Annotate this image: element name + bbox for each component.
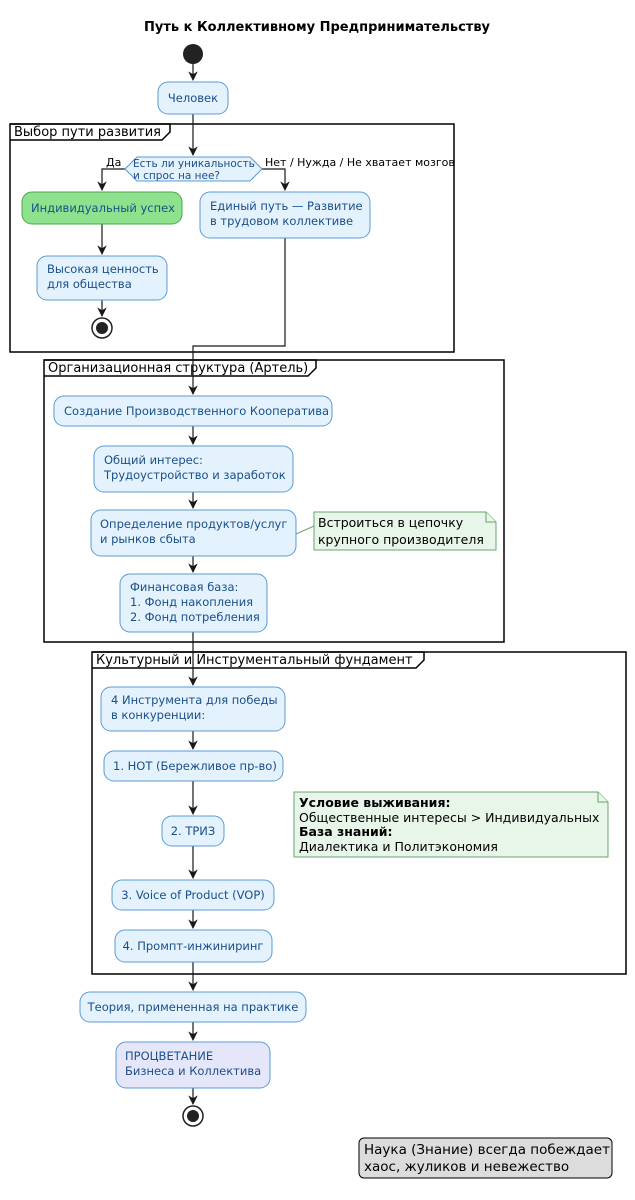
start-node [183, 44, 203, 64]
diagram-title: Путь к Коллективному Предпринимательству [144, 20, 491, 35]
svg-text:2. Фонд потребления: 2. Фонд потребления [130, 610, 260, 624]
activity-tool-4: 4. Промпт-инжиниринг [114, 929, 273, 963]
activity-create-coop: Создание Производственного Кооператива [53, 395, 333, 427]
activity-tool-2: 2. ТРИЗ [161, 815, 225, 847]
legend-box: Наука (Знание) всегда побеждает хаос, жу… [358, 1137, 613, 1179]
guard-no: Нет / Нужда / Не хватает мозгов [265, 156, 455, 169]
note-production-chain: Встроиться в цепочку крупного производит… [313, 511, 497, 551]
svg-text:Бизнеса и Коллектива: Бизнеса и Коллектива [125, 1064, 261, 1078]
partition-choice-label: Выбор пути развития [14, 125, 161, 140]
svg-text:Теория, примененная на практик: Теория, примененная на практике [87, 1000, 299, 1014]
activity-single-path: Единый путь — Развитие в трудовом коллек… [199, 191, 371, 239]
note-connector [295, 525, 315, 535]
activity-theory: Теория, примененная на практике [79, 991, 307, 1023]
partition-culture: Культурный и Инструментальный фундамент [91, 651, 627, 975]
svg-text:Индивидуальный успех: Индивидуальный успех [31, 201, 175, 215]
svg-text:Финансовая база:: Финансовая база: [130, 580, 238, 594]
end-node-branch [91, 317, 113, 339]
partition-org: Организационная структура (Артель) [43, 359, 505, 643]
svg-text:4 Инструмента для победы: 4 Инструмента для победы [111, 693, 278, 707]
svg-text:Человек: Человек [168, 91, 218, 105]
svg-text:Высокая ценность: Высокая ценность [47, 262, 159, 276]
svg-text:Есть ли уникальность: Есть ли уникальность [133, 158, 255, 170]
note-survival: Условие выживания: Общественные интересы… [293, 791, 609, 858]
guard-yes: Да [106, 156, 121, 169]
activity-tool-1: 1. НОТ (Бережливое пр-во) [103, 750, 284, 782]
svg-text:3. Voice of Product (VOP): 3. Voice of Product (VOP) [121, 888, 265, 902]
activity-high-value: Высокая ценность для общества [36, 255, 168, 301]
activity-finance: Финансовая база: 1. Фонд накопления 2. Ф… [119, 573, 268, 633]
svg-text:Наука (Знание) всегда побеждае: Наука (Знание) всегда побеждает [364, 1142, 610, 1158]
activity-person: Человек [157, 81, 229, 115]
svg-text:и спрос на нее?: и спрос на нее? [133, 170, 220, 182]
end-node-final [182, 1105, 204, 1127]
activity-products: Определение продуктов/услуг и рынков сбы… [90, 509, 297, 557]
svg-text:Общественные интересы > Индиви: Общественные интересы > Индивидуальных [299, 810, 599, 825]
activity-prosperity: ПРОЦВЕТАНИЕ Бизнеса и Коллектива [115, 1041, 271, 1089]
partition-culture-label: Культурный и Инструментальный фундамент [96, 653, 413, 668]
svg-text:Общий интерес:: Общий интерес: [104, 453, 203, 467]
svg-text:хаос, жуликов и невежество: хаос, жуликов и невежество [364, 1159, 569, 1175]
activity-common-interest: Общий интерес: Трудоустройство и заработ… [93, 445, 294, 493]
svg-text:4. Промпт-инжиниринг: 4. Промпт-инжиниринг [123, 939, 264, 953]
activity-four-tools: 4 Инструмента для победы в конкуренции: [100, 686, 286, 732]
svg-text:Трудоустройство и заработок: Трудоустройство и заработок [103, 468, 286, 482]
svg-text:Условие выживания:: Условие выживания: [299, 795, 450, 810]
activity-tool-3: 3. Voice of Product (VOP) [111, 879, 275, 911]
svg-text:2. ТРИЗ: 2. ТРИЗ [171, 824, 216, 838]
svg-text:Встроиться в цепочку: Встроиться в цепочку [318, 515, 464, 530]
partition-choice: Выбор пути развития [9, 123, 455, 353]
svg-text:Единый путь — Развитие: Единый путь — Развитие [210, 199, 363, 213]
svg-text:в трудовом коллективе: в трудовом коллективе [210, 214, 353, 228]
partition-org-label: Организационная структура (Артель) [48, 361, 308, 376]
activity-individual-success: Индивидуальный успех [21, 191, 183, 225]
svg-text:1. НОТ (Бережливое пр-во): 1. НОТ (Бережливое пр-во) [113, 759, 277, 773]
svg-text:Диалектика и Политэкономия: Диалектика и Политэкономия [299, 839, 498, 854]
svg-text:Определение продуктов/услуг: Определение продуктов/услуг [100, 517, 287, 531]
svg-text:Создание Производственного Коо: Создание Производственного Кооператива [64, 404, 329, 418]
svg-text:База знаний:: База знаний: [299, 824, 393, 839]
svg-text:крупного производителя: крупного производителя [318, 532, 484, 547]
svg-text:в конкуренции:: в конкуренции: [111, 708, 205, 722]
decision-uniqueness: Есть ли уникальность и спрос на нее? [124, 156, 263, 182]
edges [97, 64, 315, 1105]
svg-text:и рынков сбыта: и рынков сбыта [100, 532, 196, 546]
svg-text:ПРОЦВЕТАНИЕ: ПРОЦВЕТАНИЕ [125, 1049, 213, 1063]
svg-text:1. Фонд накопления: 1. Фонд накопления [130, 595, 253, 609]
svg-text:для общества: для общества [47, 277, 132, 291]
